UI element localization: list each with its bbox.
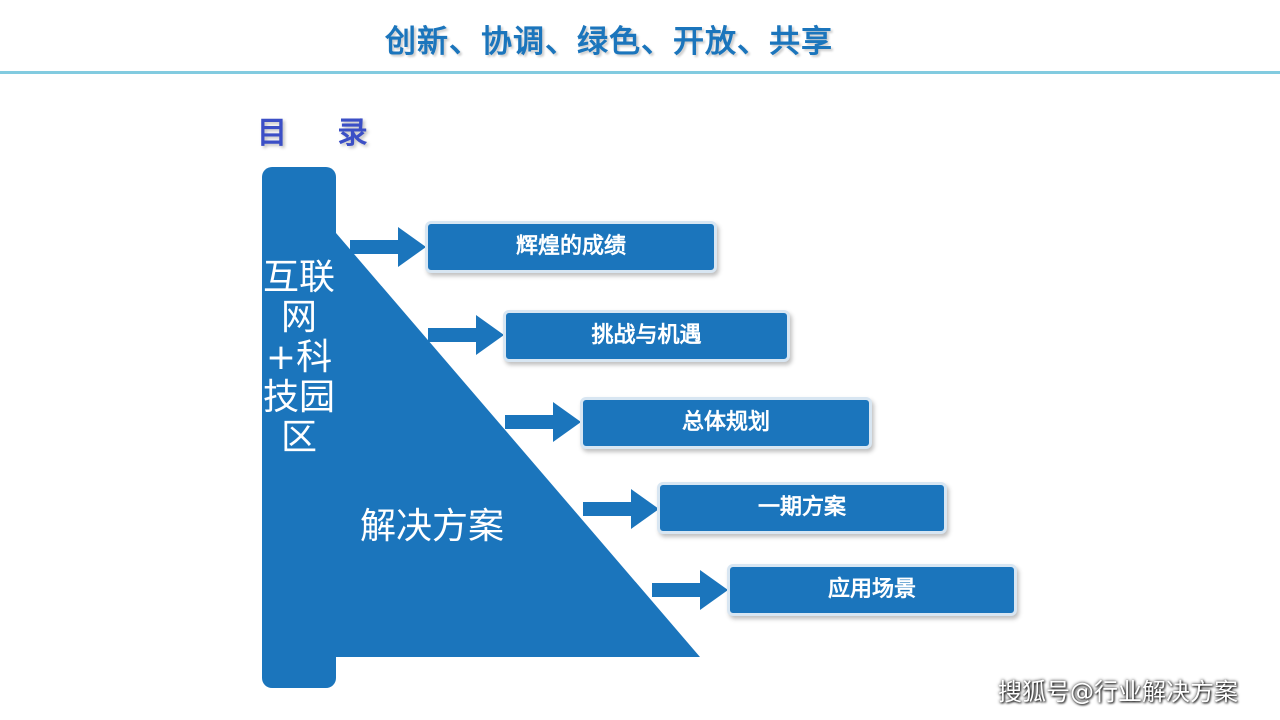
arrow-5: [652, 570, 728, 610]
section-box-phase-one[interactable]: 一期方案: [657, 482, 947, 534]
arrow-4: [583, 489, 659, 529]
section-box-challenges[interactable]: 挑战与机遇: [503, 310, 790, 362]
arrow-1: [350, 227, 426, 267]
triangle-label: 解决方案: [360, 506, 505, 547]
arrow-3: [505, 402, 581, 442]
vertical-bar: [262, 167, 336, 688]
watermark: 搜狐号@行业解决方案: [998, 678, 1238, 706]
section-box-scenarios[interactable]: 应用场景: [727, 564, 1017, 616]
section-box-master-plan[interactable]: 总体规划: [580, 397, 872, 449]
toc-heading: 目 录: [257, 116, 388, 151]
slide-title: 创新、协调、绿色、开放、共享: [385, 24, 833, 60]
vertical-bar-label: 互联网+科技园区: [262, 257, 335, 458]
triangle-shape: [336, 233, 700, 657]
section-box-achievements[interactable]: 辉煌的成绩: [425, 221, 717, 273]
arrow-2: [428, 315, 504, 355]
header-divider: [0, 71, 1280, 74]
